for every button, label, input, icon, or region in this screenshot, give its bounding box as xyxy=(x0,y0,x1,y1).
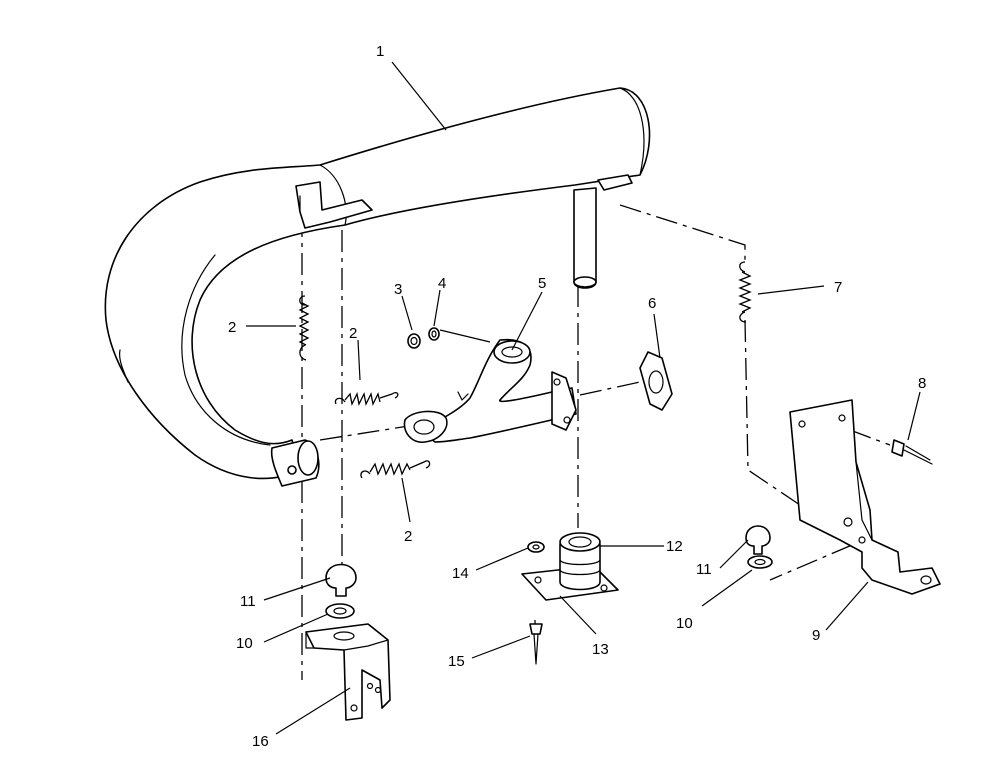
callouts: 1 2 2 3 4 5 6 7 8 2 11 11 10 10 12 13 14… xyxy=(228,43,926,750)
washer-icon xyxy=(428,327,440,341)
spring-icon xyxy=(298,261,752,479)
callout-15: 15 xyxy=(448,653,465,670)
rubber-mount-icon xyxy=(521,532,619,601)
muffler-icon xyxy=(104,87,651,487)
bracket-icon xyxy=(789,399,941,595)
callout-10: 10 xyxy=(236,635,253,652)
rubber-grommet-icon xyxy=(325,525,771,597)
washer-icon xyxy=(325,555,773,619)
callout-13: 13 xyxy=(592,641,609,658)
callout-3: 3 xyxy=(394,281,402,298)
bracket-icon xyxy=(305,623,391,721)
callout-10: 10 xyxy=(676,615,693,632)
callout-2: 2 xyxy=(228,319,236,336)
callout-1: 1 xyxy=(376,43,384,60)
nut-icon xyxy=(407,333,421,349)
bolt-icon xyxy=(891,439,933,465)
callout-2: 2 xyxy=(404,528,412,545)
callout-5: 5 xyxy=(538,275,546,292)
callout-8: 8 xyxy=(918,375,926,392)
callout-2: 2 xyxy=(349,325,357,342)
callout-14: 14 xyxy=(452,565,469,582)
exhaust-manifold-icon xyxy=(403,338,577,443)
callout-9: 9 xyxy=(812,627,820,644)
washer-icon xyxy=(527,541,545,553)
callout-16: 16 xyxy=(252,733,269,750)
callout-7: 7 xyxy=(834,279,842,296)
bolt-icon xyxy=(529,623,543,665)
gasket-icon xyxy=(639,351,673,411)
callout-6: 6 xyxy=(648,295,656,312)
callout-11: 11 xyxy=(240,593,256,610)
callout-4: 4 xyxy=(438,275,446,292)
leader-lines xyxy=(246,61,921,735)
callout-12: 12 xyxy=(666,538,683,555)
callout-11: 11 xyxy=(696,561,712,578)
